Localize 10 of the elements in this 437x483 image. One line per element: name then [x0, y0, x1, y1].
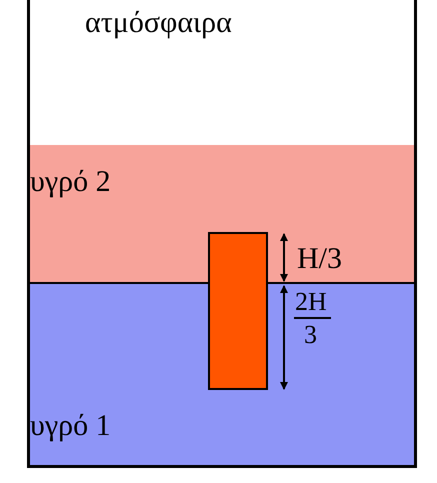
fraction-numerator: 2H: [295, 289, 327, 315]
floating-block: [208, 232, 268, 390]
liquid-layer: [30, 145, 414, 283]
open-container: [27, 0, 417, 468]
region-label: υγρό 2: [30, 167, 111, 197]
region-label: ατμόσφαιρα: [85, 8, 232, 38]
fraction-denominator: 3: [304, 322, 317, 348]
liquid-layer: [30, 282, 414, 465]
region-label: υγρό 1: [30, 411, 111, 441]
dimension-label: H/3: [297, 244, 342, 274]
